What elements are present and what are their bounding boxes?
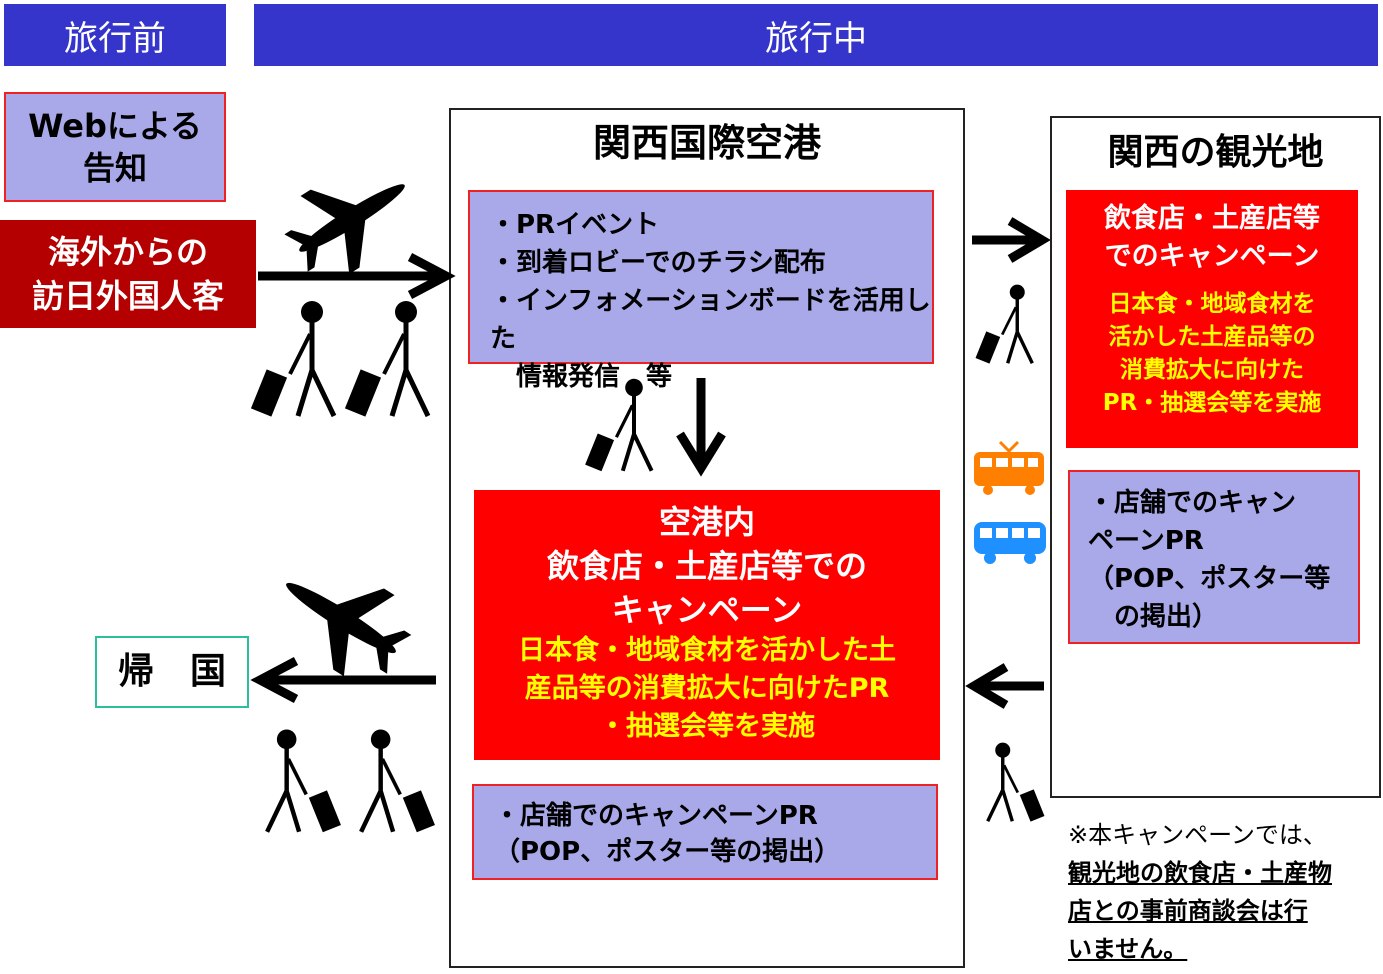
note-underlined-line: 店との事前商談会は行	[1068, 897, 1308, 925]
traveler-icon	[986, 742, 1045, 823]
airplane-icon	[284, 184, 405, 274]
airport-info-box: ・PRイベント ・到着ロビーでのチラシ配布 ・インフォメーションボードを活用した…	[468, 190, 934, 392]
sightseeing-title: 関西の観光地	[1107, 132, 1324, 173]
airport-info-line: ・PRイベント	[490, 210, 660, 240]
sightseeing-campaign-box: 飲食店・土産店等 でのキャンペーン 日本食・地域食材を 活かした土産品等の 消費…	[1066, 190, 1358, 448]
airport-info-line: 情報発信 等	[490, 362, 673, 392]
note-underlined-line: いません。	[1068, 935, 1188, 963]
traveler-icon	[250, 301, 337, 418]
train-icon	[974, 440, 1044, 495]
header-during-trip: 旅行中	[254, 4, 1378, 66]
airport-store-pr-line: （POP、ポスター等の掲出）	[494, 837, 841, 867]
airport-campaign-detail: 日本食・地域食材を活かした土	[518, 635, 896, 666]
sightseeing-store-pr-line: の掲出）	[1088, 602, 1219, 632]
visitors-line: 訪日外国人客	[31, 277, 224, 315]
traveler-icon	[265, 729, 341, 833]
web-notice-box: Webによる 告知	[4, 92, 226, 202]
return-home-label: 帰 国	[117, 651, 226, 692]
overseas-visitors-box: 海外からの 訪日外国人客	[0, 220, 256, 328]
sightseeing-store-pr-line: ペーンPR	[1088, 526, 1204, 556]
airport-campaign-heading: 空港内	[658, 503, 755, 541]
airport-campaign-detail: ・抽選会等を実施	[599, 711, 815, 742]
bus-icon	[974, 522, 1046, 564]
arrow-icon	[258, 253, 456, 299]
web-notice-line: 告知	[82, 149, 147, 187]
traveler-icon	[975, 284, 1034, 365]
header-before-trip: 旅行前	[4, 4, 226, 66]
sightseeing-campaign-detail: 日本食・地域食材を	[1108, 291, 1316, 317]
header-during-trip-label: 旅行中	[765, 18, 867, 59]
sightseeing-store-pr-line: ・店舗でのキャン	[1088, 488, 1297, 518]
airport-store-pr-line: ・店舗でのキャンペーンPR	[494, 801, 818, 831]
arrow-icon	[972, 217, 1051, 263]
note-line: ※本キャンペーンでは、	[1068, 821, 1327, 849]
sightseeing-campaign-detail: 消費拡大に向けた	[1120, 357, 1304, 383]
airport-title: 関西国際空港	[592, 121, 821, 165]
campaign-note: ※本キャンペーンでは、 観光地の飲食店・土産物 店との事前商談会は行 いません。	[1068, 816, 1382, 968]
sightseeing-store-pr-line: （POP、ポスター等	[1088, 564, 1331, 594]
airplane-icon	[286, 582, 412, 677]
sightseeing-campaign-detail: PR・抽選会等を実施	[1102, 390, 1322, 416]
traveler-icon	[344, 301, 431, 418]
arrow-icon	[676, 378, 726, 477]
return-home-box: 帰 国	[95, 636, 249, 708]
airport-store-pr-box: ・店舗でのキャンペーンPR （POP、ポスター等の掲出）	[472, 784, 938, 880]
traveler-icon	[585, 378, 654, 472]
airport-campaign-detail: 産品等の消費拡大に向けたPR	[524, 673, 890, 704]
traveler-icon	[359, 729, 435, 833]
airport-info-line: ・到着ロビーでのチラシ配布	[490, 248, 826, 278]
visitors-line: 海外からの	[47, 233, 208, 271]
sightseeing-campaign-heading: でのキャンペーン	[1104, 241, 1320, 272]
sightseeing-campaign-detail: 活かした土産品等の	[1108, 324, 1316, 350]
sightseeing-campaign-heading: 飲食店・土産店等	[1104, 203, 1320, 234]
arrow-icon	[965, 663, 1044, 709]
airport-campaign-heading: キャンペーン	[611, 591, 803, 629]
web-notice-line: Webによる	[28, 107, 202, 145]
airport-campaign-box: 空港内 飲食店・土産店等での キャンペーン 日本食・地域食材を活かした土 産品等…	[474, 490, 940, 760]
header-before-trip-label: 旅行前	[64, 18, 166, 59]
arrow-icon	[250, 657, 436, 703]
airport-campaign-heading: 飲食店・土産店等での	[546, 547, 867, 585]
note-underlined-line: 観光地の飲食店・土産物	[1068, 859, 1332, 887]
airport-info-line: ・インフォメーションボードを活用した	[490, 286, 931, 354]
sightseeing-store-pr-box: ・店舗でのキャン ペーンPR （POP、ポスター等 の掲出）	[1068, 470, 1360, 644]
